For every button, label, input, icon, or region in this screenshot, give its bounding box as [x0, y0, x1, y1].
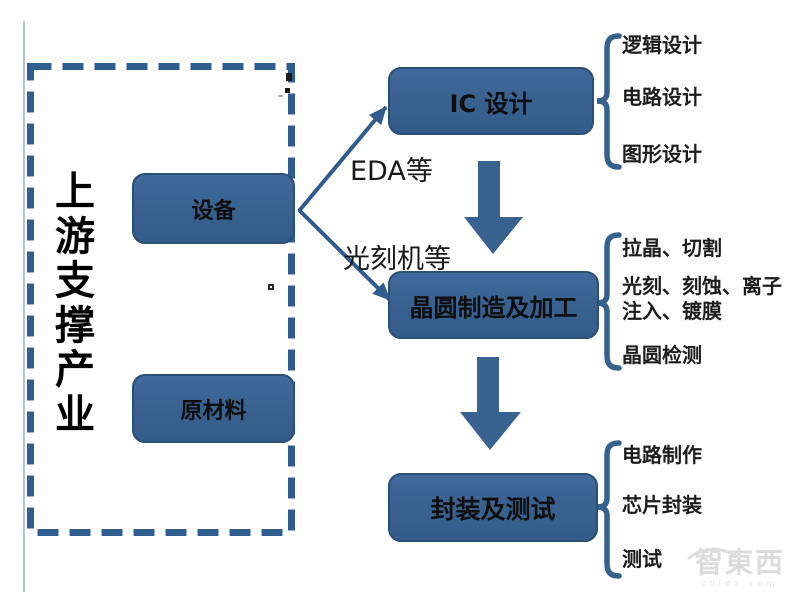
arrow-equipment-to-wafer [297, 208, 392, 302]
edge-label-eda: EDA等 [350, 156, 433, 187]
wafer-item-inspection: 晶圆检测 [622, 343, 702, 367]
artifact-handle-square [268, 284, 274, 290]
ic-design-item-circuit: 电路设计 [622, 85, 702, 109]
package-item-testing: 测试 [622, 547, 662, 571]
upstream-title: 上游支撑产业 [55, 169, 95, 438]
artifact-speck [278, 95, 283, 97]
package-item-circuit-making: 电路制作 [622, 443, 702, 467]
watermark-arc-icon [687, 547, 737, 560]
edge-label-lithography: 光刻机等 [343, 244, 451, 275]
stage-box-packaging-testing: 封装及测试 [388, 473, 598, 542]
watermark-site: zhidx.com [701, 579, 779, 588]
down-arrow-wafer-to-package [460, 357, 521, 450]
watermark-brand: 智東西 [694, 546, 785, 579]
ic-design-item-logic: 逻辑设计 [622, 33, 702, 57]
watermark: 智東西 zhidx.com [684, 540, 796, 588]
down-arrow-ic-to-wafer [464, 161, 523, 254]
wafer-item-crystal-cutting: 拉晶、切割 [622, 236, 722, 260]
package-item-chip-packaging: 芯片封装 [622, 493, 702, 517]
raw-material-box: 原材料 [132, 374, 295, 443]
ic-design-item-layout: 图形设计 [622, 142, 702, 166]
arrow-equipment-to-ic-design [297, 105, 388, 213]
equipment-box: 设备 [132, 173, 295, 244]
artifact-speck [286, 73, 292, 81]
wafer-item-litho-etch-implant-coating: 光刻、刻蚀、离子注入、镀膜 [622, 274, 782, 323]
brace-package-items [596, 440, 622, 579]
stage-box-ic-design: IC 设计 [388, 67, 594, 135]
brace-wafer-items [596, 232, 622, 371]
brace-ic-design-items [596, 33, 622, 170]
artifact-speck [285, 88, 290, 93]
stage-box-wafer-fabrication: 晶圆制造及加工 [388, 271, 599, 339]
upstream-dashed-border [27, 63, 295, 536]
